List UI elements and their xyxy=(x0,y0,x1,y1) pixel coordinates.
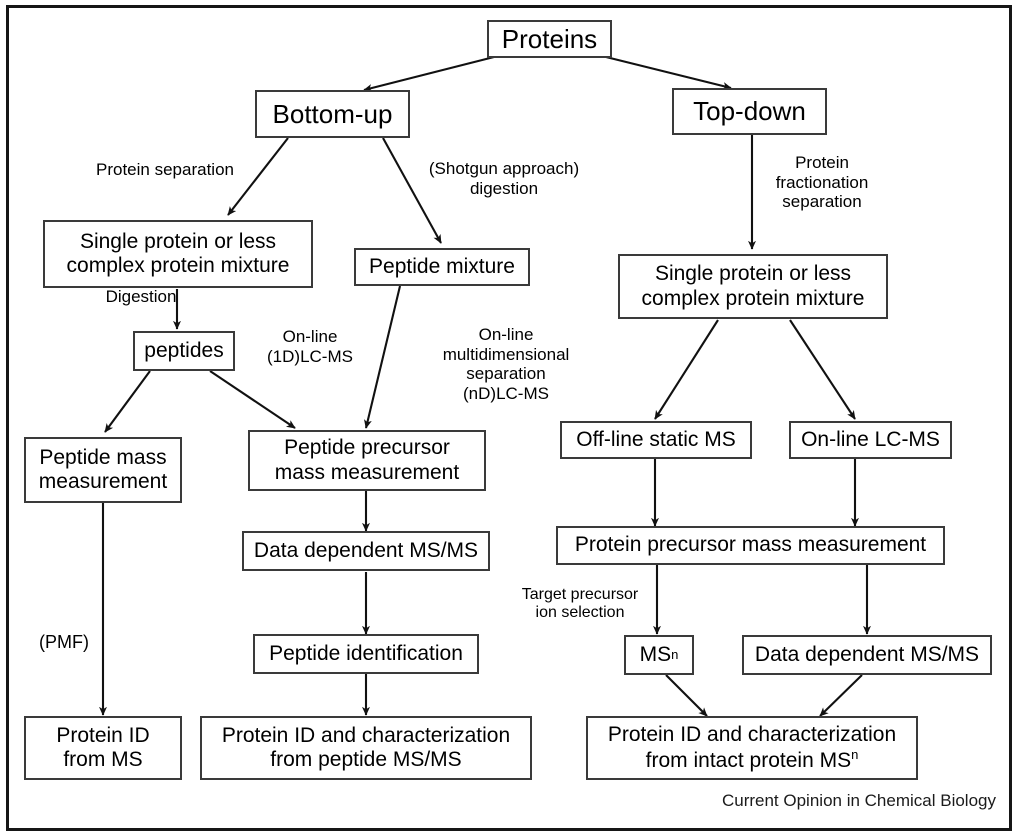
edge-label-protein-fractionation: Protein fractionation separation xyxy=(775,153,869,212)
node-offline-static-ms[interactable]: Off-line static MS xyxy=(560,421,752,459)
node-peptide-mass-measurement[interactable]: Peptide mass measurement xyxy=(24,437,182,503)
node-peptide-mixture[interactable]: Peptide mixture xyxy=(354,248,530,286)
node-peptide-identification[interactable]: Peptide identification xyxy=(253,634,479,674)
node-ms-n-superscript: n xyxy=(671,647,679,663)
edge-label-shotgun-digestion: (Shotgun approach) digestion xyxy=(428,159,580,198)
edge-label-target-precursor-ion-selection: Target precursor ion selection xyxy=(521,586,639,622)
node-single-protein-right[interactable]: Single protein or less complex protein m… xyxy=(618,254,888,319)
edge-label-digestion: Digestion xyxy=(105,287,177,306)
protein-id-intact-superscript: n xyxy=(851,747,859,762)
node-protein-id-peptide-msms[interactable]: Protein ID and characterization from pep… xyxy=(200,716,532,780)
node-data-dependent-msms-right[interactable]: Data dependent MS/MS xyxy=(742,635,992,675)
node-online-lc-ms[interactable]: On-line LC-MS xyxy=(789,421,952,459)
node-single-protein-left[interactable]: Single protein or less complex protein m… xyxy=(43,220,313,288)
journal-caption: Current Opinion in Chemical Biology xyxy=(721,791,996,810)
figure-frame xyxy=(6,5,1012,831)
node-protein-id-intact-protein[interactable]: Protein ID and characterization from int… xyxy=(586,716,918,780)
node-peptides[interactable]: peptides xyxy=(133,331,235,371)
node-data-dependent-msms-left[interactable]: Data dependent MS/MS xyxy=(242,531,490,571)
protein-id-intact-line2-text: from intact protein MS xyxy=(645,749,852,772)
node-protein-id-from-ms[interactable]: Protein ID from MS xyxy=(24,716,182,780)
edge-label-protein-separation: Protein separation xyxy=(96,160,234,179)
edge-label-online-1d-lcms: On-line (1D)LC-MS xyxy=(267,327,353,366)
node-peptide-precursor-mass-measurement[interactable]: Peptide precursor mass measurement xyxy=(248,430,486,491)
protein-id-intact-line2: from intact protein MSn xyxy=(646,747,859,773)
node-bottom-up[interactable]: Bottom-up xyxy=(255,90,410,138)
edge-label-online-nd-lcms: On-line multidimensional separation (nD)… xyxy=(442,325,570,403)
protein-id-intact-line1: Protein ID and characterization xyxy=(607,722,897,746)
node-ms-n-label: MS xyxy=(639,642,672,666)
node-protein-precursor-mass-measurement[interactable]: Protein precursor mass measurement xyxy=(556,526,945,565)
edge-label-pmf: (PMF) xyxy=(39,632,89,652)
node-proteins[interactable]: Proteins xyxy=(487,20,612,58)
node-top-down[interactable]: Top-down xyxy=(672,88,827,135)
